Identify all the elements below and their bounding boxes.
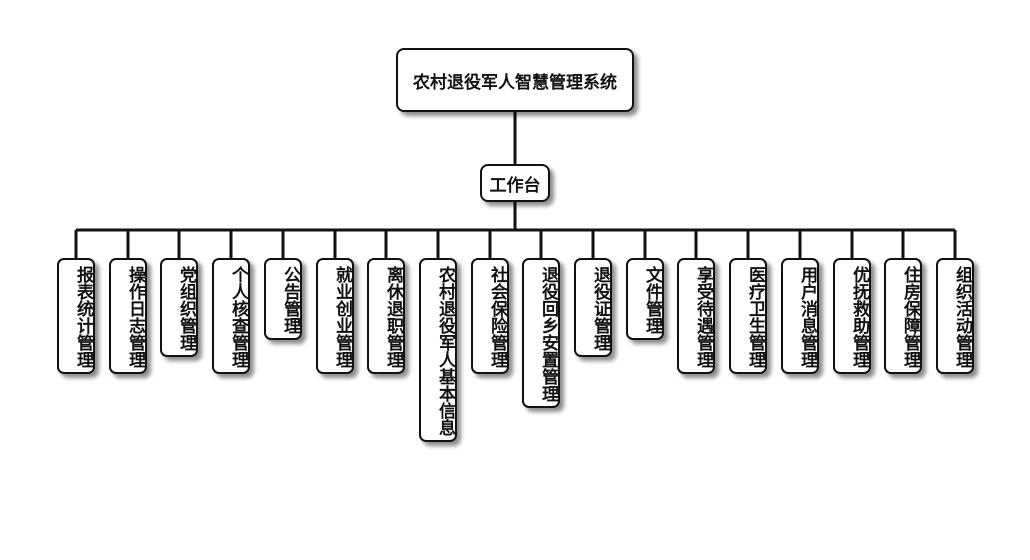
module-label: 操作日志管理: [125, 266, 145, 368]
module-node[interactable]: 党组织管理: [160, 258, 198, 357]
module-label: 个人核查管理: [228, 266, 248, 368]
module-label: 退役证管理: [590, 266, 610, 351]
module-label: 优抚救助管理: [849, 266, 869, 368]
module-node[interactable]: 组织活动管理: [936, 258, 974, 374]
hub-label: 工作台: [489, 175, 541, 196]
module-node[interactable]: 个人核查管理: [212, 258, 250, 374]
module-label: 报表统计管理: [73, 266, 93, 368]
module-node[interactable]: 报表统计管理: [57, 258, 95, 374]
module-node[interactable]: 公告管理: [264, 258, 302, 340]
hub-node[interactable]: 工作台: [480, 164, 550, 202]
module-node[interactable]: 就业创业管理: [316, 258, 354, 374]
module-node[interactable]: 用户消息管理: [781, 258, 819, 374]
module-node[interactable]: 退役回乡安置管理: [522, 258, 560, 408]
module-label: 文件管理: [642, 266, 662, 334]
module-label: 用户消息管理: [797, 266, 817, 368]
module-label: 组织活动管理: [952, 266, 972, 368]
module-label: 享受待遇管理: [693, 266, 713, 368]
module-label: 退役回乡安置管理: [538, 266, 558, 402]
module-node[interactable]: 离休退职管理: [367, 258, 405, 374]
module-node[interactable]: 操作日志管理: [109, 258, 147, 374]
module-node[interactable]: 农村退役军人基本信息: [419, 258, 457, 442]
module-label: 公告管理: [280, 266, 300, 334]
module-node[interactable]: 社会保险管理: [471, 258, 509, 374]
module-node[interactable]: 医疗卫生管理: [729, 258, 767, 374]
module-label: 医疗卫生管理: [745, 266, 765, 368]
module-label: 社会保险管理: [487, 266, 507, 368]
module-label: 农村退役军人基本信息: [435, 266, 455, 436]
module-label: 就业创业管理: [332, 266, 352, 368]
module-label: 离休退职管理: [383, 266, 403, 368]
module-node[interactable]: 文件管理: [626, 258, 664, 340]
root-node[interactable]: 农村退役军人智慧管理系统: [396, 48, 634, 112]
module-node[interactable]: 优抚救助管理: [833, 258, 871, 374]
module-label: 党组织管理: [176, 266, 196, 351]
module-node[interactable]: 享受待遇管理: [677, 258, 715, 374]
module-node[interactable]: 住房保障管理: [884, 258, 922, 374]
root-label: 农村退役军人智慧管理系统: [413, 72, 617, 93]
module-label: 住房保障管理: [900, 266, 920, 368]
module-node[interactable]: 退役证管理: [574, 258, 612, 357]
